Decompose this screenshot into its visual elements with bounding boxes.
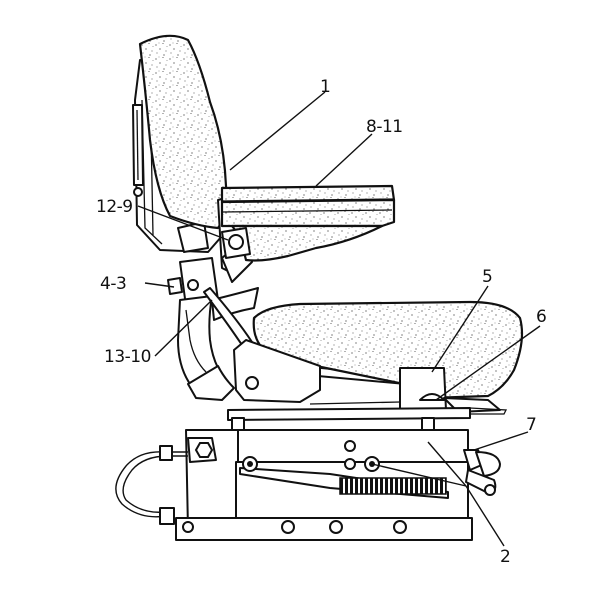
- seat-pan: [233, 339, 501, 413]
- armrest-knob: [221, 227, 251, 259]
- callout-12-9: 12-9: [96, 197, 133, 217]
- top-plate: [227, 401, 508, 421]
- callout-13-10: 13-10: [104, 347, 151, 367]
- callout-labels: 1 8-11 12-9 4-3 5 6 13-10 7 2: [96, 77, 547, 567]
- callout-7: 7: [526, 415, 536, 435]
- callout-6: 6: [536, 307, 546, 327]
- height-lever: [463, 449, 501, 496]
- callout-8-11: 8-11: [366, 117, 403, 137]
- leader-lines: [137, 91, 541, 547]
- control-cable: [115, 445, 188, 525]
- callout-2: 2: [500, 547, 510, 567]
- callout-1: 1: [320, 77, 330, 97]
- callout-4-3: 4-3: [100, 274, 126, 294]
- callout-5: 5: [482, 267, 492, 287]
- suspension-base: [175, 429, 473, 541]
